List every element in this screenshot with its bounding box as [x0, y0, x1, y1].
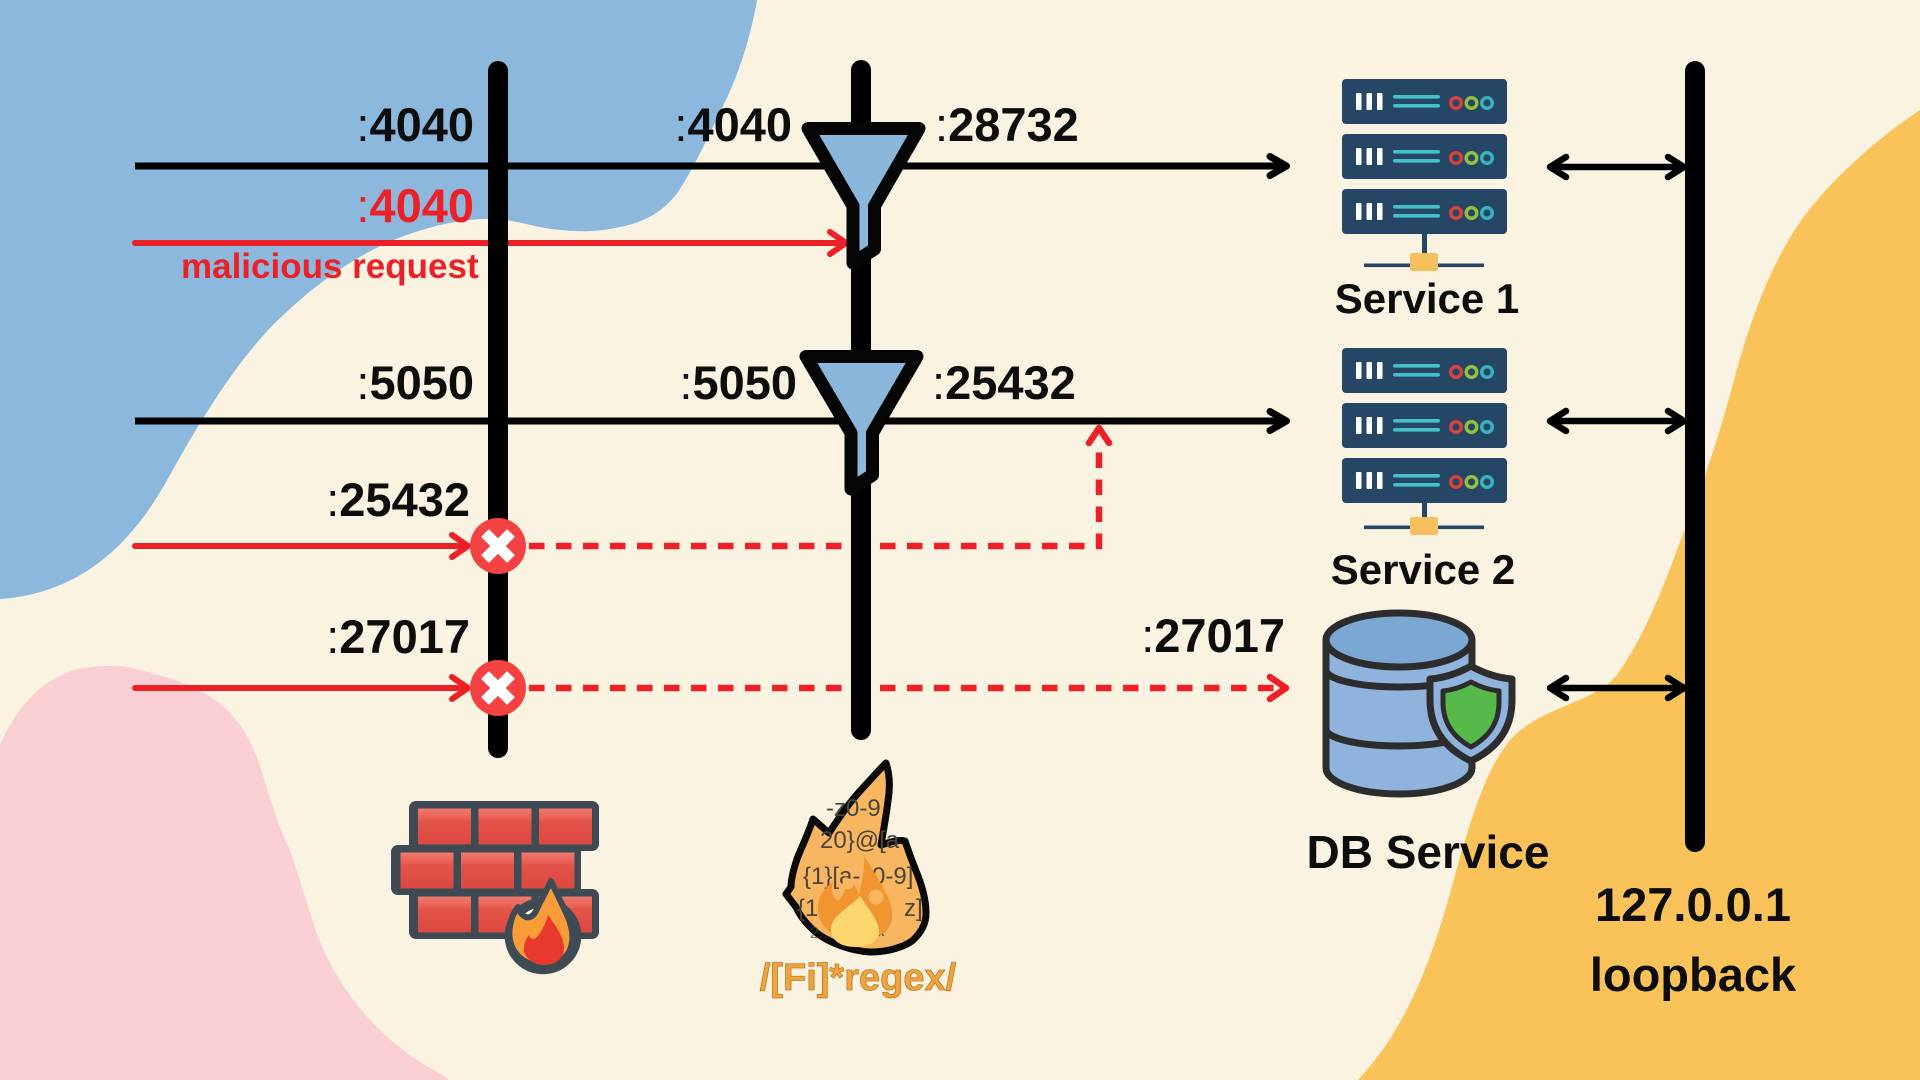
svg-text::25432: :25432: [326, 473, 470, 526]
svg-text:Service 2: Service 2: [1331, 546, 1516, 593]
svg-text::4040: :4040: [356, 98, 474, 151]
svg-text:20}@[a: 20}@[a: [820, 827, 900, 854]
svg-text::25432: :25432: [932, 356, 1076, 409]
svg-text:-z0-9: -z0-9: [826, 795, 881, 822]
svg-text::28732: :28732: [935, 98, 1079, 151]
svg-text::5050: :5050: [356, 356, 474, 409]
svg-text::27017: :27017: [1141, 609, 1285, 662]
svg-text::27017: :27017: [326, 610, 470, 663]
svg-text:DB Service: DB Service: [1307, 826, 1550, 878]
svg-text:malicious request: malicious request: [181, 247, 479, 286]
svg-text:loopback: loopback: [1590, 948, 1797, 1001]
svg-text:/[Fi]*regex/: /[Fi]*regex/: [760, 957, 957, 999]
svg-text:127.0.0.1: 127.0.0.1: [1595, 878, 1791, 931]
svg-text::4040: :4040: [674, 98, 792, 151]
svg-text:Service 1: Service 1: [1335, 275, 1520, 322]
svg-text:*: *: [877, 924, 886, 949]
svg-text:z]: z]: [904, 895, 923, 922]
svg-text::5050: :5050: [679, 356, 797, 409]
svg-text:{1: {1: [797, 895, 818, 922]
svg-text::4040: :4040: [356, 179, 474, 232]
svg-text:2...: 2...: [810, 925, 832, 942]
